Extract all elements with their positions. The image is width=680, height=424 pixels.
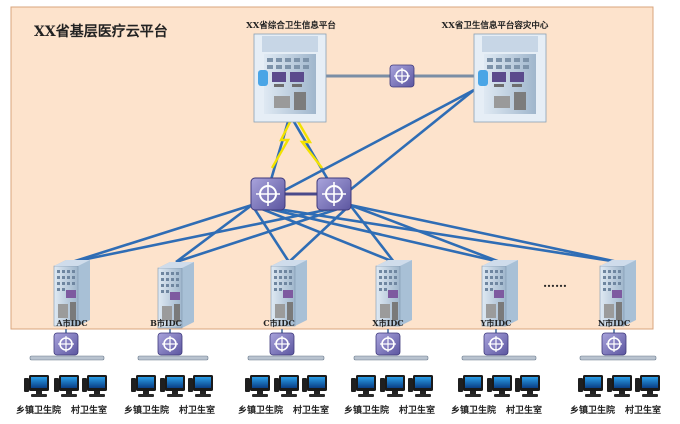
datacenter-icon bbox=[253, 33, 327, 123]
pc-icon bbox=[82, 375, 107, 397]
bus-bar bbox=[579, 355, 657, 361]
terminals bbox=[24, 375, 660, 397]
lightning-icon bbox=[294, 117, 323, 169]
datacenter-icon bbox=[473, 33, 547, 123]
pc-icon bbox=[54, 375, 79, 397]
village-label: 村卫生室 bbox=[506, 404, 542, 416]
bus-bar bbox=[247, 355, 325, 361]
drop-links bbox=[65, 329, 615, 336]
pc-icon bbox=[487, 375, 512, 397]
idc-node: X市IDC bbox=[372, 259, 413, 328]
pc-icon bbox=[274, 375, 299, 397]
pc-icon bbox=[458, 375, 483, 397]
access-switch-icon bbox=[601, 332, 627, 356]
idc-node: C市IDC bbox=[263, 259, 308, 328]
township-label: 乡镇卫生院 bbox=[124, 404, 169, 416]
pc-icon bbox=[302, 375, 327, 397]
access-switch-icon bbox=[157, 332, 183, 356]
idc-label: B市IDC bbox=[150, 318, 182, 328]
bus-bar bbox=[353, 355, 429, 361]
core-switch-icon bbox=[316, 177, 352, 211]
pc-icon bbox=[188, 375, 213, 397]
idc-server-icon bbox=[375, 259, 413, 327]
pc-icon bbox=[578, 375, 603, 397]
router-icon bbox=[389, 64, 415, 88]
pc-icon bbox=[515, 375, 540, 397]
bus-bar bbox=[29, 355, 105, 361]
center-left-label: XX省综合卫生信息平台 bbox=[246, 20, 336, 31]
township-label: 乡镇卫生院 bbox=[344, 404, 389, 416]
township-label: 乡镇卫生院 bbox=[238, 404, 283, 416]
bottom-labels: 乡镇卫生院 村卫生室 乡镇卫生院 村卫生室 乡镇卫生院 村卫生室 乡镇卫生院 村… bbox=[16, 404, 661, 416]
access-switch-icon bbox=[483, 332, 509, 356]
pc-icon bbox=[131, 375, 156, 397]
township-label: 乡镇卫生院 bbox=[451, 404, 496, 416]
pc-icon bbox=[607, 375, 632, 397]
core-switch-icon bbox=[250, 177, 286, 211]
access-switch-icon bbox=[53, 332, 79, 356]
idc-node: B市IDC bbox=[150, 261, 195, 329]
pc-icon bbox=[24, 375, 49, 397]
idc-server-icon bbox=[270, 259, 308, 327]
village-label: 村卫生室 bbox=[293, 404, 329, 416]
pc-icon bbox=[245, 375, 270, 397]
idc-label: A市IDC bbox=[55, 318, 87, 328]
township-label: 乡镇卫生院 bbox=[570, 404, 615, 416]
lightning-icon bbox=[270, 117, 294, 169]
idc-server-icon bbox=[53, 259, 91, 327]
branch-group bbox=[29, 332, 657, 361]
page-title: XX省基层医疗云平台 bbox=[34, 23, 168, 40]
access-switch-icon bbox=[269, 332, 295, 356]
idc-label: X市IDC bbox=[372, 318, 403, 328]
idc-server-icon bbox=[481, 259, 519, 327]
pc-icon bbox=[160, 375, 185, 397]
pc-icon bbox=[351, 375, 376, 397]
village-label: 村卫生室 bbox=[399, 404, 435, 416]
pc-icon bbox=[635, 375, 660, 397]
idc-node: Y市IDC bbox=[480, 259, 519, 328]
village-label: 村卫生室 bbox=[71, 404, 107, 416]
idc-label: C市IDC bbox=[263, 318, 294, 328]
ellipsis: …… bbox=[543, 276, 567, 290]
center-right-label: XX省卫生信息平台容灾中心 bbox=[442, 20, 549, 31]
bus-bar bbox=[461, 355, 537, 361]
village-label: 村卫生室 bbox=[625, 404, 661, 416]
idc-node: A市IDC bbox=[53, 259, 91, 328]
pc-icon bbox=[380, 375, 405, 397]
idc-server-icon bbox=[599, 259, 637, 327]
access-switch-icon bbox=[375, 332, 401, 356]
township-label: 乡镇卫生院 bbox=[16, 404, 61, 416]
idc-label: N市IDC bbox=[598, 318, 630, 328]
idc-label: Y市IDC bbox=[480, 318, 512, 328]
pc-icon bbox=[408, 375, 433, 397]
village-label: 村卫生室 bbox=[179, 404, 215, 416]
idc-node: N市IDC bbox=[598, 259, 637, 328]
bus-bar bbox=[137, 355, 209, 361]
